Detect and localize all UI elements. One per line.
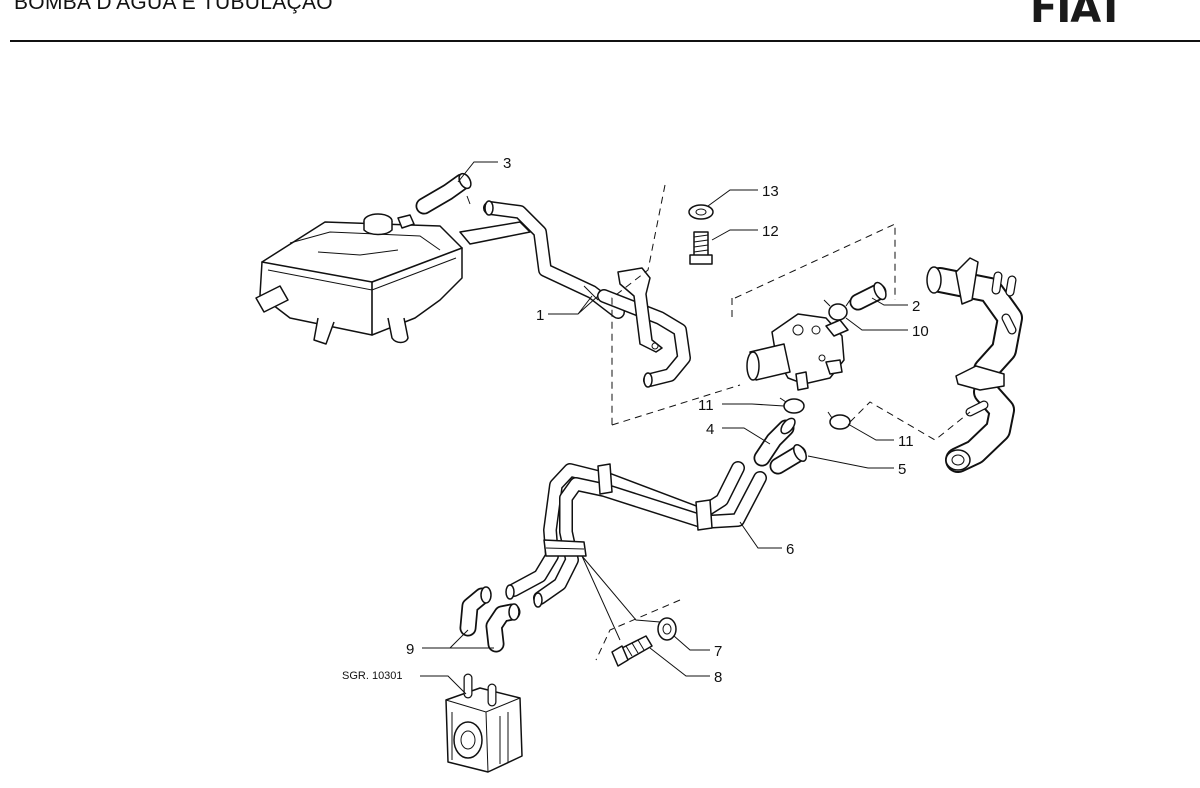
return-pipe-assembly	[926, 257, 1023, 473]
callout-10: 10	[912, 323, 929, 340]
callout-leaders	[420, 161, 908, 695]
oil-cooler	[445, 673, 523, 773]
callout-5: 5	[898, 461, 906, 478]
part-9-hoses	[459, 586, 521, 653]
expansion-tank	[255, 213, 463, 345]
callout-4: 4	[706, 421, 714, 438]
callout-8: 8	[714, 669, 722, 686]
callout-12: 12	[762, 223, 779, 240]
callout-7: 7	[714, 643, 722, 660]
water-pump-housing	[746, 313, 849, 391]
callout-3: 3	[503, 155, 511, 172]
mounting-outline	[595, 599, 681, 661]
callout-6: 6	[786, 541, 794, 558]
callout-11-left: 11	[698, 397, 714, 414]
reference-code: SGR. 10301	[342, 670, 403, 682]
part-1-pipes	[459, 200, 691, 388]
clamp-location-line	[849, 401, 971, 441]
part-7-washer	[657, 617, 677, 641]
part-11-clamp-right	[827, 411, 851, 430]
brand-logo: FIAT	[1030, 0, 1124, 32]
callout-1: 1	[536, 307, 544, 324]
part-8-bolt	[611, 635, 653, 667]
part-5-hose	[769, 444, 807, 475]
parts-12-13-fasteners	[688, 204, 714, 265]
callout-11-right: 11	[898, 433, 914, 450]
engine-outline-left	[611, 184, 666, 425]
callout-9: 9	[406, 641, 414, 658]
callout-2: 2	[912, 298, 920, 315]
part-4-hose	[753, 417, 796, 467]
part-3-hose	[415, 172, 472, 215]
engine-outline-bottom	[611, 384, 741, 426]
page-title: BOMBA D'ÁGUA E TUBULAÇÃO	[14, 0, 333, 14]
part-10-clamp	[823, 299, 851, 321]
header-divider	[10, 40, 1200, 42]
part-6-pipe-assembly	[505, 461, 767, 608]
part-2-hose	[849, 281, 887, 311]
callout-13: 13	[762, 183, 779, 200]
